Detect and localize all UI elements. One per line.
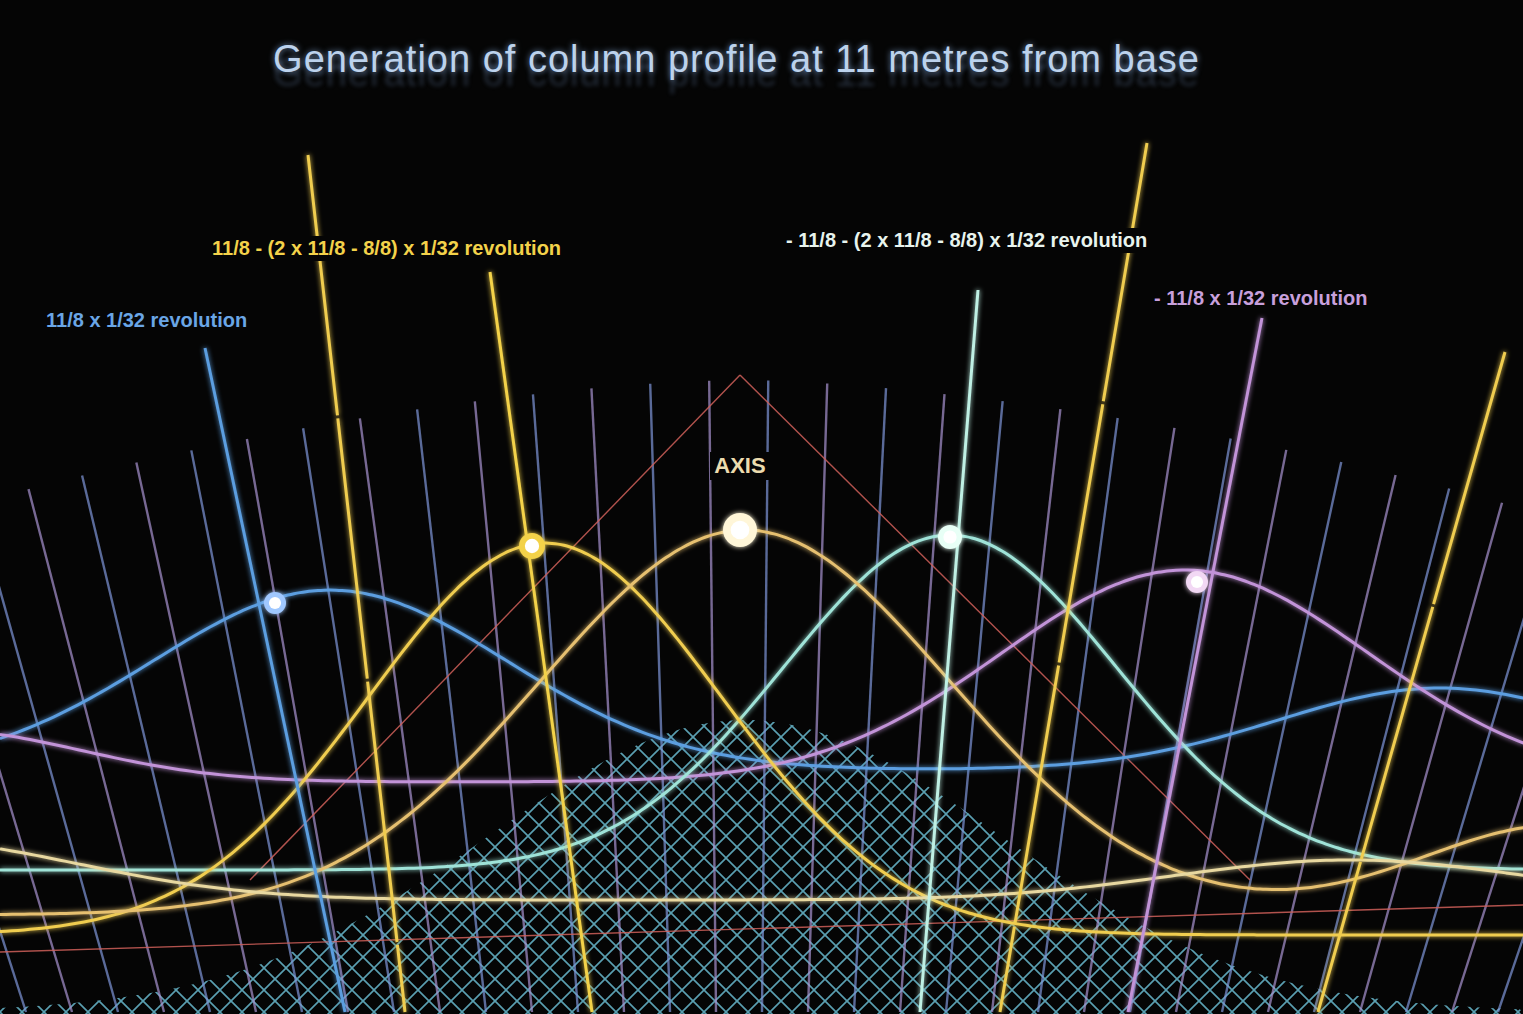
- radial-line: [1222, 462, 1341, 1012]
- radial-lines: [0, 381, 1523, 1012]
- radial-line: [136, 463, 256, 1012]
- rotation-label: - 11/8 x 1/32 revolution: [1150, 286, 1371, 311]
- highlight-line: [739, 112, 742, 1012]
- axis-label: AXIS: [710, 452, 769, 480]
- profile-point: [1186, 571, 1208, 593]
- profile-curve: [0, 543, 1523, 935]
- highlight-line: [1000, 143, 1147, 1012]
- profile-point: [938, 525, 962, 549]
- radial-line: [900, 394, 945, 1012]
- radial-line: [1406, 518, 1523, 1012]
- profile-point: [264, 592, 286, 614]
- profile-point-core: [525, 539, 539, 553]
- radial-line: [1452, 533, 1523, 1012]
- profile-curve: [0, 849, 1523, 900]
- profile-point-core: [269, 597, 281, 609]
- profile-point-core: [1191, 576, 1203, 588]
- profile-point-core: [731, 521, 750, 540]
- profile-point: [519, 533, 545, 559]
- radial-line: [533, 394, 578, 1012]
- profile-point-core: [943, 530, 956, 543]
- rotation-label: - 11/8 - (2 x 11/8 - 8/8) x 1/32 revolut…: [782, 228, 1151, 253]
- rotation-label: 11/8 - (2 x 11/8 - 8/8) x 1/32 revolutio…: [208, 236, 565, 261]
- radial-line: [475, 401, 532, 1012]
- radial-line: [0, 503, 118, 1012]
- radial-line: [1176, 450, 1286, 1012]
- highlight-line: [308, 155, 405, 1012]
- highlight-line: [205, 348, 345, 1012]
- drawing: [0, 112, 1523, 1014]
- radial-line: [1498, 549, 1523, 1012]
- radial-line: [0, 518, 72, 1012]
- radial-line: [82, 475, 210, 1012]
- highlight-line: [920, 290, 978, 1012]
- radial-line: [650, 384, 670, 1012]
- radial-line: [1268, 475, 1396, 1012]
- profile-curve: [0, 590, 1523, 769]
- profile-point: [723, 513, 757, 547]
- highlight-line: [1128, 318, 1262, 1012]
- highlight-line: [1318, 352, 1505, 1012]
- title: Generation of column profile at 11 metre…: [273, 38, 1200, 81]
- profile-curve: [0, 535, 1523, 870]
- radial-line: [247, 439, 348, 1012]
- radial-line: [854, 388, 886, 1012]
- highlight-line: [490, 272, 592, 1012]
- radial-line: [808, 384, 827, 1012]
- rotation-label: 11/8 x 1/32 revolution: [42, 308, 251, 333]
- radial-line: [417, 409, 486, 1012]
- profile-curve: [0, 530, 1523, 914]
- radial-line: [28, 489, 164, 1012]
- radial-line: [591, 388, 624, 1012]
- construction-line: [0, 905, 1523, 952]
